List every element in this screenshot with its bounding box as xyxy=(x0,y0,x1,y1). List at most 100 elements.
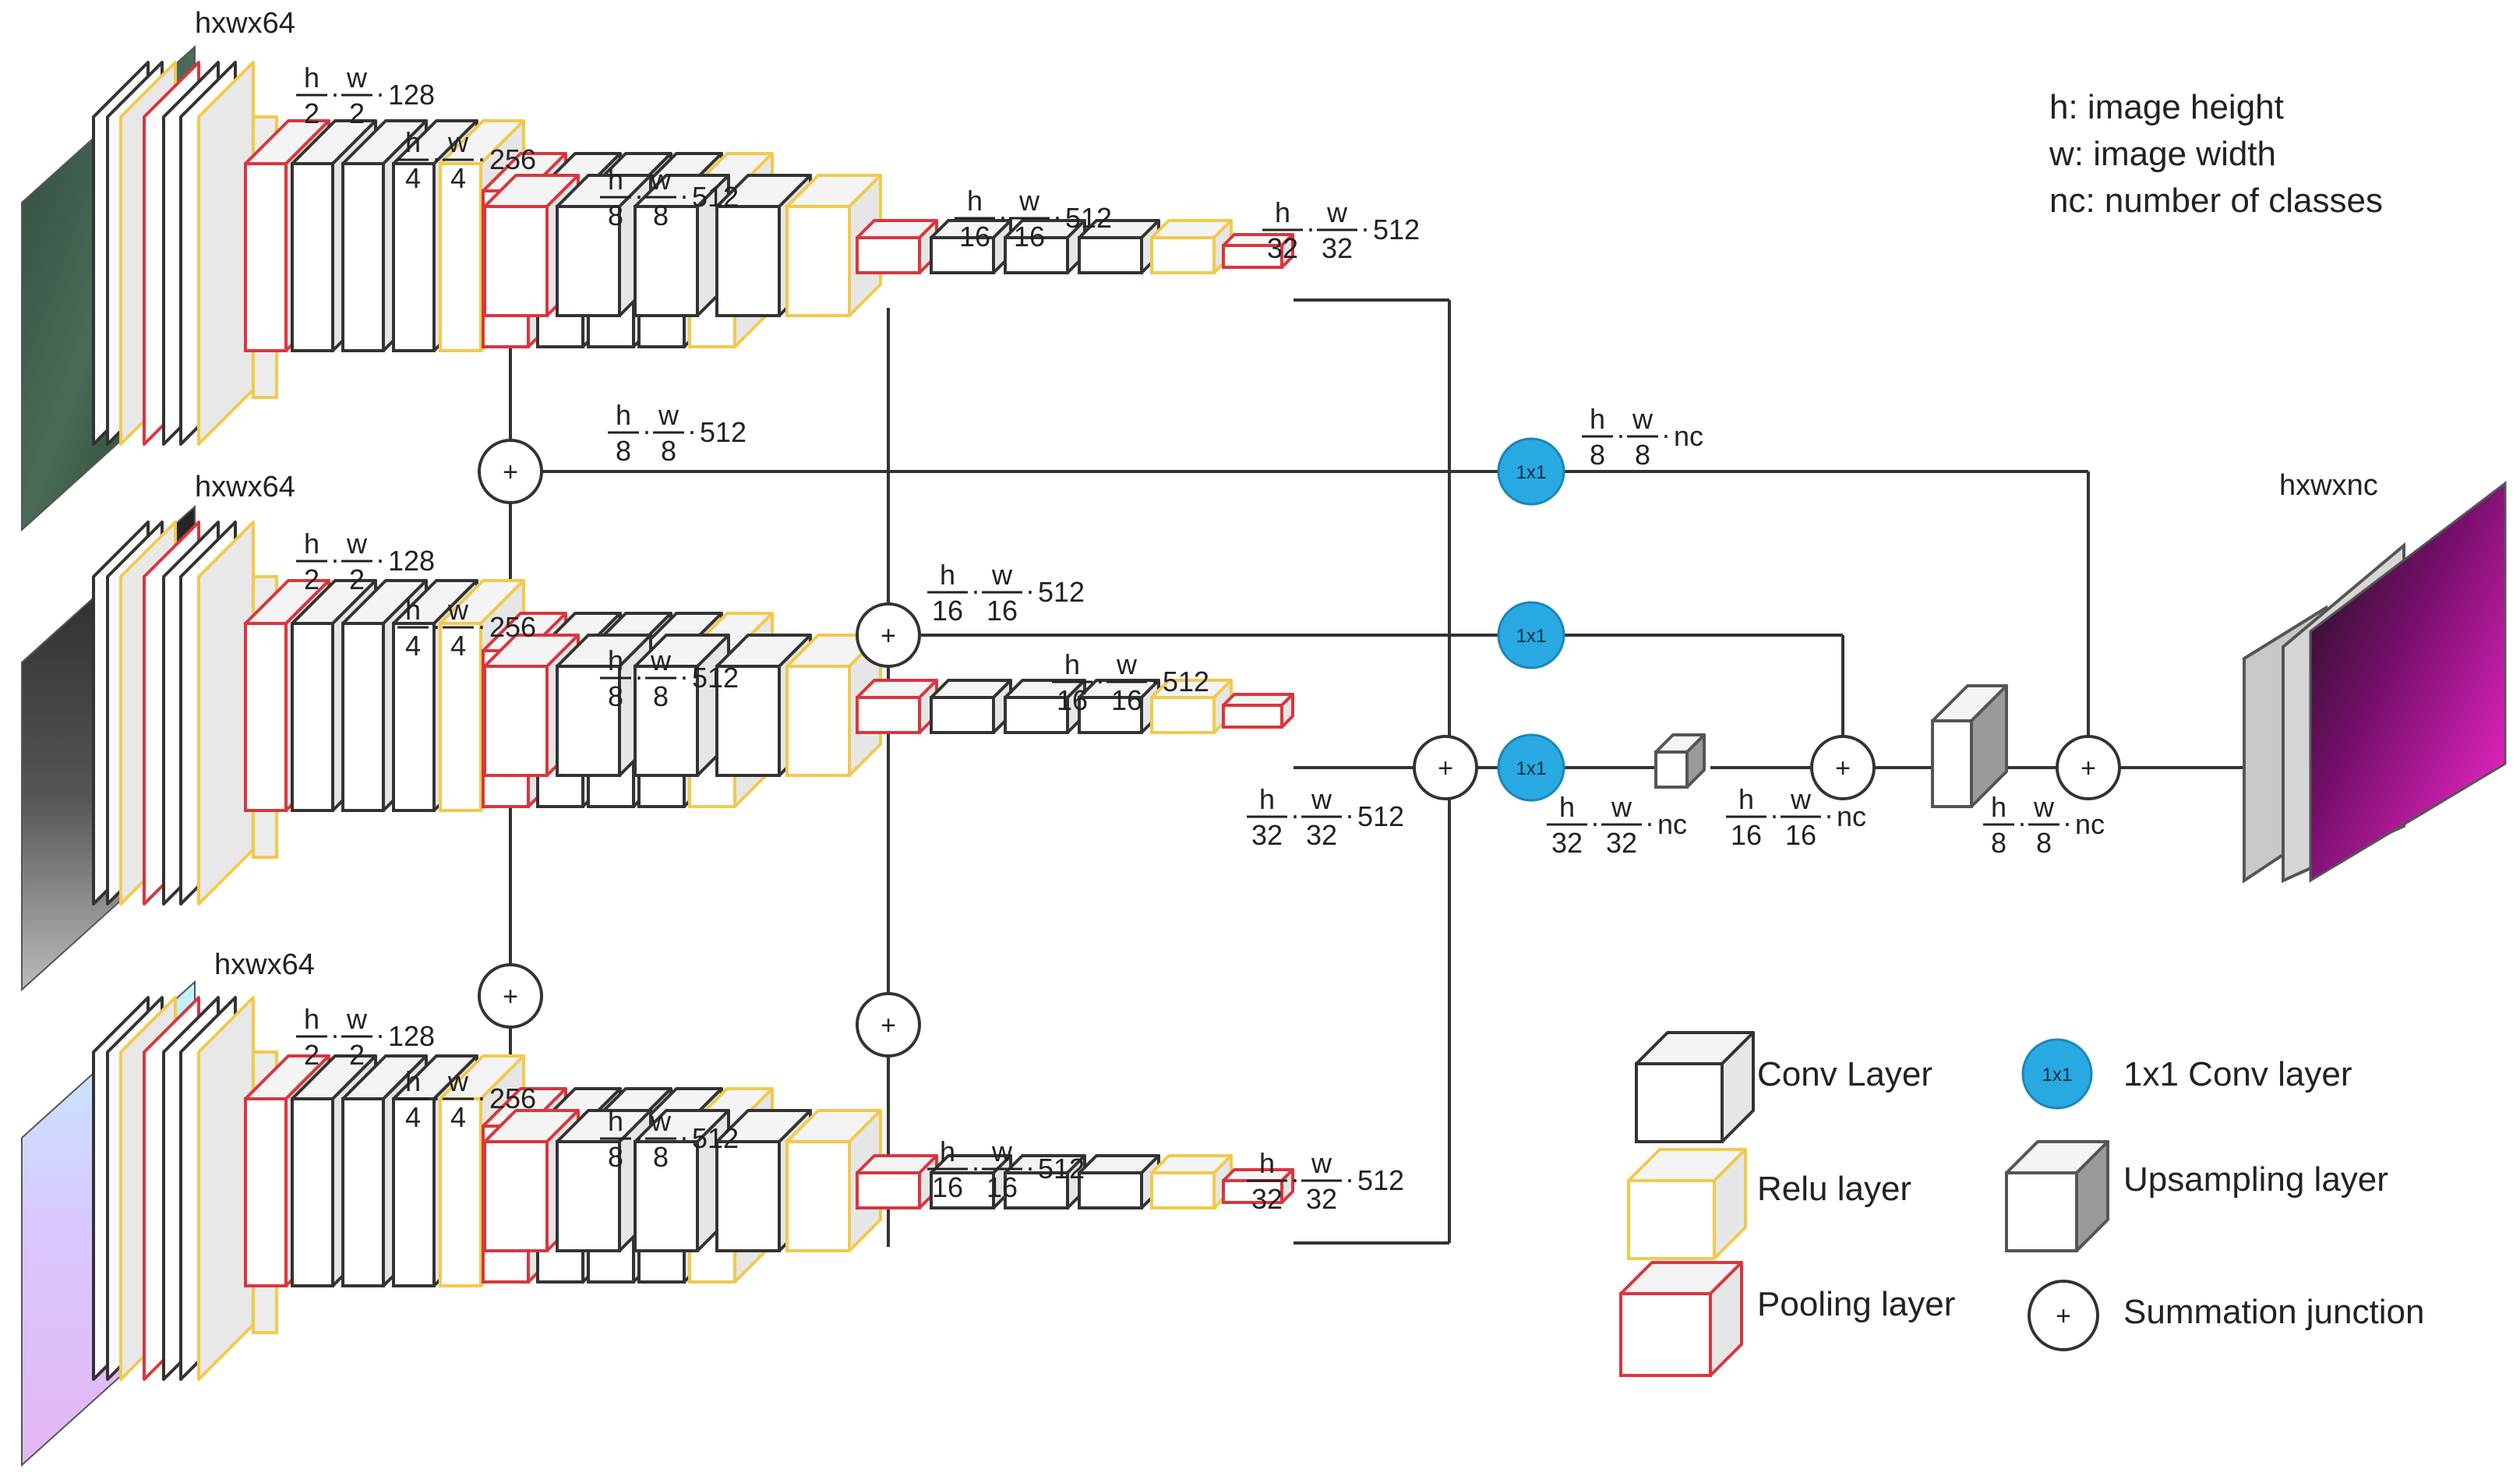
branch-rgb-dim-d32-h-den: 32 xyxy=(1267,232,1298,264)
final-dim-nc8-h-den: 8 xyxy=(1991,827,2006,859)
fused-dim-d8-w-num: w xyxy=(658,399,679,431)
branch-rgb-dim-d32-h-num: h xyxy=(1275,196,1290,228)
output-label: hxwxnc xyxy=(2279,469,2378,502)
branch-hha xyxy=(21,980,1294,1467)
branch-depth-dim-d8: h8·w8·512 xyxy=(600,644,739,712)
legend-conv-icon xyxy=(1635,1031,1755,1143)
branch-hha-dim-d4-dot2: · xyxy=(477,1081,486,1113)
upsample-x2-second-front xyxy=(1931,719,1973,808)
branch-depth-stage4-1 xyxy=(556,634,652,777)
branch-hha-dim-d2-dot2: · xyxy=(376,1019,385,1051)
branch-rgb-stage4-1-front xyxy=(556,205,621,317)
conv1x1-pool3: 1x1 xyxy=(1497,437,1565,506)
branch-rgb-dim-d4-w-den: 4 xyxy=(450,162,466,194)
branch-depth-dim-d2-dot1: · xyxy=(330,543,340,575)
sum-pool4-top: + xyxy=(856,602,921,668)
branch-depth-stage5-0-front xyxy=(856,696,921,734)
branch-depth-stage2-2-front xyxy=(341,622,385,812)
legend-upsample-icon xyxy=(2005,1140,2109,1252)
final-dim-nc8-w-num: w xyxy=(2033,791,2055,823)
sum-dim-nc16-dot1: · xyxy=(1770,799,1779,831)
branch-hha-dim-d4-h-den: 4 xyxy=(405,1101,421,1133)
branch-rgb-stage5-3 xyxy=(1078,219,1160,274)
branch-hha-dim-d2: h2·w2·128 xyxy=(296,1003,435,1071)
branch-rgb-dim-d16-h-den: 16 xyxy=(959,221,990,252)
branch-depth-dim-d16-h-den: 16 xyxy=(1057,684,1088,716)
branch-hha-dim-d32-dot1: · xyxy=(1290,1163,1300,1195)
branch-hha-stage2-3-front xyxy=(392,1097,436,1287)
branch-rgb-stage4-0-front xyxy=(483,205,549,317)
branch-rgb-dim-d4-h-den: 4 xyxy=(405,162,421,194)
legend-sum-icon: + xyxy=(2028,1280,2099,1351)
branch-rgb-dim-d2-dot2: · xyxy=(376,77,385,109)
branch-rgb-dim-d4-suffix: 256 xyxy=(489,143,536,175)
branch-depth xyxy=(21,504,1294,992)
legend: Conv Layer Relu layer Pooling layer 1x1 … xyxy=(1619,1031,2424,1377)
branch-depth-stage4-2-front xyxy=(634,665,699,777)
upsample-x2-front xyxy=(1654,750,1689,789)
branch-depth-stage4-4-front xyxy=(785,665,851,777)
upsample-dim-nc32-dot1: · xyxy=(1590,807,1600,839)
encoder-branches xyxy=(21,44,1294,1467)
pool5-dim-d32-suffix: 512 xyxy=(1357,800,1404,832)
branch-hha-dim-d8-w-num: w xyxy=(650,1105,672,1137)
sum-pool5-circle xyxy=(1413,735,1478,800)
branch-hha-stage6-pool-front xyxy=(1222,1179,1283,1204)
branch-hha-dim-d16-h-num: h xyxy=(940,1135,955,1167)
branch-rgb-dim-d2-h-num: h xyxy=(304,62,319,94)
branch-rgb-dim-d8-dot1: · xyxy=(634,179,644,211)
branch-rgb-dim-d2-w-den: 2 xyxy=(349,97,365,129)
branch-depth-stage5-4-front xyxy=(1150,696,1216,734)
branch-depth-stage5-1-front xyxy=(930,696,995,734)
branch-depth-dim-d4-w-num: w xyxy=(447,594,469,626)
sum-pool4-top-plus: + xyxy=(881,621,896,651)
fused-dim-d16-h-den: 16 xyxy=(932,595,963,627)
branch-rgb-dim-d8-dot2: · xyxy=(679,179,689,211)
upsample-dim-nc32: h32·w32·nc xyxy=(1547,791,1687,859)
branch-rgb-stage5-0 xyxy=(856,219,938,274)
upsample-dim-nc32-dot2: · xyxy=(1645,807,1654,839)
branch-rgb-dim-d16-w-num: w xyxy=(1018,185,1040,217)
branch-hha-dim-d16: h16·w16·512 xyxy=(927,1135,1085,1203)
branch-hha-stage2-4-front xyxy=(439,1097,482,1287)
branch-rgb-dim-d16: h16·w16·512 xyxy=(955,185,1112,252)
final-dim-nc8-w-den: 8 xyxy=(2036,827,2052,859)
conv1x1-pool4: 1x1 xyxy=(1497,601,1565,669)
branch-depth-dim-d2-w-den: 2 xyxy=(349,563,365,595)
branch-hha-stage4-3-front xyxy=(715,1140,781,1252)
branch-rgb-dim-d2-dot1: · xyxy=(330,77,340,109)
branch-depth-dim-d8-suffix: 512 xyxy=(692,662,739,694)
pool5-dim-d32-h-num: h xyxy=(1259,783,1275,815)
branch-rgb-dim-d8-h-num: h xyxy=(608,164,623,196)
sum-pool3-bottom-circle xyxy=(478,963,543,1029)
branch-hha-stage2-2-front xyxy=(341,1097,385,1287)
fused-dim-d16-dot1: · xyxy=(971,574,980,606)
fused-dim-d8: h8·w8·512 xyxy=(608,399,746,467)
conv1x1-pool5: 1x1 xyxy=(1497,733,1565,802)
branch-depth-dim-d8-dot2: · xyxy=(679,660,689,692)
branch-hha-stage4-1-front xyxy=(556,1140,621,1252)
branch-rgb-stage5-4 xyxy=(1150,219,1233,274)
branch-hha-stage6-pool xyxy=(1222,1168,1294,1204)
upsample-dim-nc32-suffix: nc xyxy=(1657,808,1687,840)
branch-rgb xyxy=(21,44,1294,532)
sum-pool4-top-circle xyxy=(856,602,921,668)
dimension-labels: hxwx64h2·w2·128h4·w4·256h8·w8·512hxwx64h… xyxy=(195,7,2378,1215)
branch-hha-dim-d8-h-num: h xyxy=(608,1105,623,1137)
final-dim-nc8-h-num: h xyxy=(1991,791,2006,823)
branch-depth-stage2-1-front xyxy=(291,622,334,812)
branch-hha-dim-d8-w-den: 8 xyxy=(653,1141,669,1173)
branch-rgb-stage5-4-front xyxy=(1150,236,1216,274)
branch-hha-dim-d4-w-num: w xyxy=(447,1065,469,1097)
fused-dim-nc8-h-den: 8 xyxy=(1590,439,1605,471)
legend-conv-label: Conv Layer xyxy=(1757,1055,1932,1093)
pool5-dim-d32: h32·w32·512 xyxy=(1247,783,1404,851)
branch-depth-dim-d4-h-num: h xyxy=(405,594,421,626)
branch-depth-dim-d2-suffix: 128 xyxy=(388,545,435,577)
fused-dim-d16-dot2: · xyxy=(1025,574,1035,606)
sum-dim-nc16-suffix: nc xyxy=(1837,800,1866,832)
branch-rgb-stage5-2 xyxy=(1004,219,1086,274)
fused-dim-d16-h-num: h xyxy=(940,559,955,591)
sum-pool5: + xyxy=(1413,735,1478,800)
